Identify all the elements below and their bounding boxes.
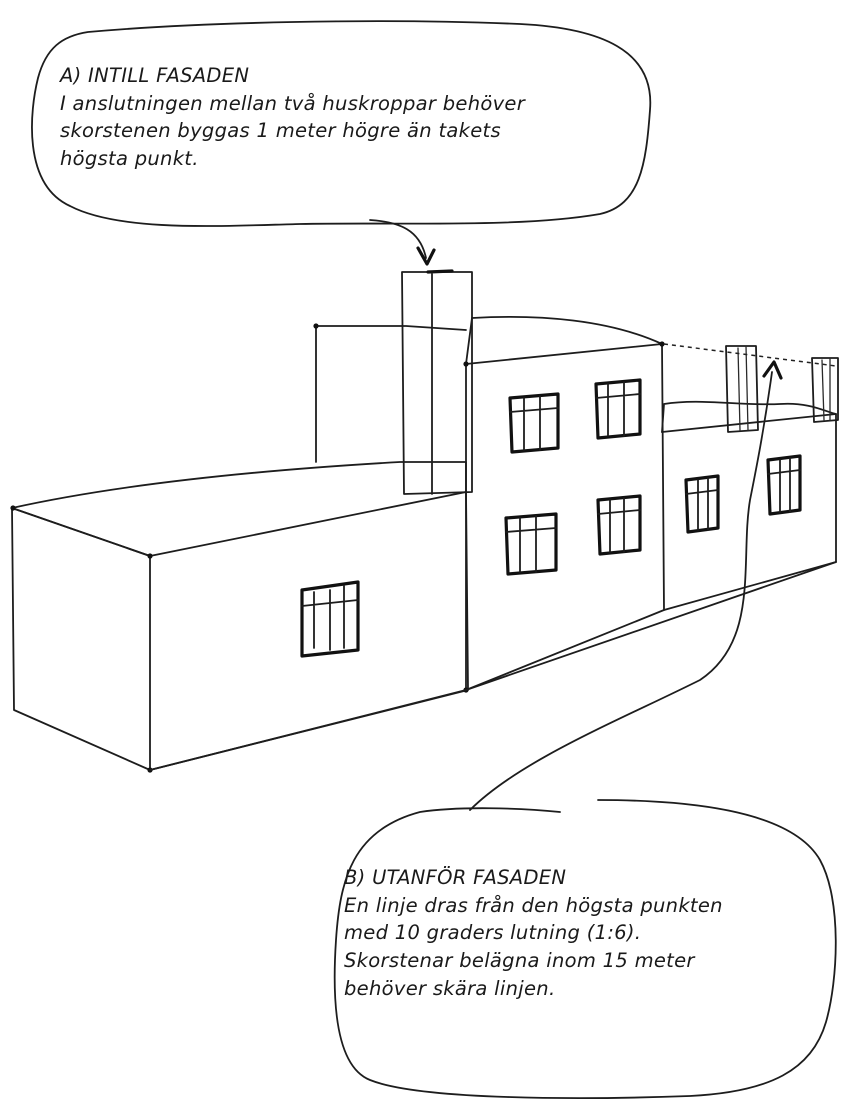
low-building-front xyxy=(12,508,150,770)
chimney-b-2 xyxy=(812,358,838,422)
callout-a-text: A) INTILL FASADEN I anslutningen mellan … xyxy=(60,62,640,173)
callout-b-line: behöver skära linjen. xyxy=(344,975,824,1003)
callout-a-tail xyxy=(370,220,426,258)
sightline-10-degree xyxy=(664,344,836,366)
chimney-b-1 xyxy=(726,346,758,432)
middle-building-roof xyxy=(466,317,662,364)
window-mid-lower-1 xyxy=(506,514,556,574)
rear-block xyxy=(316,326,466,462)
low-building-roof xyxy=(12,462,466,556)
middle-building xyxy=(466,344,664,690)
callout-a-heading: A) INTILL FASADEN xyxy=(60,62,640,90)
callout-b-text: B) UTANFÖR FASADEN En linje dras från de… xyxy=(344,864,824,1002)
window-low-building xyxy=(302,582,358,656)
window-right-2 xyxy=(768,456,800,514)
callout-b-heading: B) UTANFÖR FASADEN xyxy=(344,864,824,892)
callout-a-line: I anslutningen mellan två huskroppar beh… xyxy=(60,90,640,118)
chimney-a xyxy=(402,271,472,494)
window-right-1 xyxy=(686,476,718,532)
window-mid-lower-2 xyxy=(598,496,640,554)
corner-dot xyxy=(10,505,15,510)
corner-dot xyxy=(659,341,664,346)
callout-b-line: Skorstenar belägna inom 15 meter xyxy=(344,947,824,975)
window-mid-upper-1 xyxy=(510,394,558,452)
corner-dot xyxy=(313,323,318,328)
corner-dot xyxy=(463,361,468,366)
window-mid-upper-2 xyxy=(596,380,640,438)
callout-a-line: skorstenen byggas 1 meter högre än taket… xyxy=(60,117,640,145)
callout-a-line: högsta punkt. xyxy=(60,145,640,173)
ground-line xyxy=(150,562,836,770)
callout-b-line: med 10 graders lutning (1:6). xyxy=(344,919,824,947)
callout-b-arrowhead xyxy=(764,362,781,378)
low-building-side xyxy=(150,492,468,770)
callout-b-line: En linje dras från den högsta punkten xyxy=(344,892,824,920)
callout-b-tail xyxy=(470,372,772,810)
corner-dot xyxy=(147,553,152,558)
